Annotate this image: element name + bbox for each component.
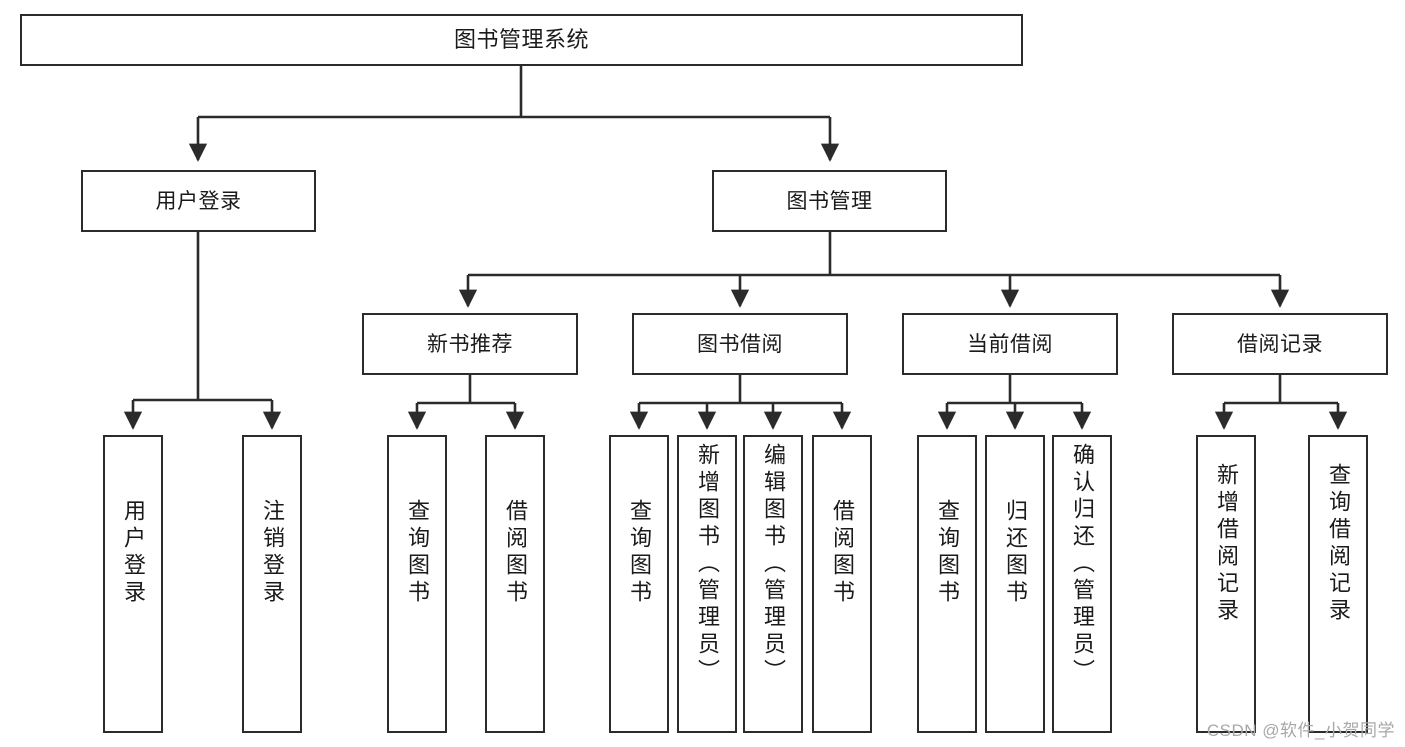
node-leaf-user-login[interactable]: 用户登录 (103, 435, 163, 733)
node-label: 借阅记录 (1237, 332, 1323, 356)
node-label: 查询图书 (627, 499, 652, 607)
node-label: 归还图书 (1003, 499, 1028, 607)
node-new-book-rec[interactable]: 新书推荐 (362, 313, 578, 375)
node-label: 用户登录 (155, 189, 242, 213)
node-book-borrow[interactable]: 图书借阅 (632, 313, 848, 375)
node-leaf-add-borrow-record[interactable]: 新增借阅记录 (1196, 435, 1256, 733)
node-leaf-return-book[interactable]: 归还图书 (985, 435, 1045, 733)
node-label: 借阅图书 (503, 499, 528, 607)
node-leaf-logout[interactable]: 注销登录 (242, 435, 302, 733)
node-leaf-borrow-book-rec[interactable]: 借阅图书 (485, 435, 545, 733)
node-label: 注销登录 (260, 499, 285, 607)
node-label: 图书借阅 (697, 332, 783, 356)
node-label: 查询图书 (405, 499, 430, 607)
node-book-manage[interactable]: 图书管理 (712, 170, 947, 232)
watermark-text: CSDN @软件_小贺同学 (1206, 721, 1395, 740)
node-user-login[interactable]: 用户登录 (81, 170, 316, 232)
node-borrow-record[interactable]: 借阅记录 (1172, 313, 1388, 375)
node-label: 图书管理 (786, 189, 873, 213)
node-leaf-query-borrow-record[interactable]: 查询借阅记录 (1308, 435, 1368, 733)
node-label: 新书推荐 (427, 332, 513, 356)
node-label: 查询图书 (935, 499, 960, 607)
node-label: 查询借阅记录 (1326, 463, 1351, 625)
node-leaf-add-book-admin[interactable]: 新增图书（管理员） (677, 435, 737, 733)
node-label: 新增图书（管理员） (695, 443, 720, 686)
node-label: 图书管理系统 (453, 27, 589, 52)
node-label: 编辑图书（管理员） (761, 443, 786, 686)
node-leaf-edit-book-admin[interactable]: 编辑图书（管理员） (743, 435, 803, 733)
node-leaf-query-book-current[interactable]: 查询图书 (917, 435, 977, 733)
node-root-system[interactable]: 图书管理系统 (20, 14, 1023, 66)
node-leaf-confirm-return-admin[interactable]: 确认归还（管理员） (1052, 435, 1112, 733)
node-label: 新增借阅记录 (1214, 463, 1239, 625)
node-label: 确认归还（管理员） (1070, 443, 1095, 686)
node-label: 当前借阅 (967, 332, 1053, 356)
node-label: 用户登录 (121, 499, 146, 607)
node-leaf-borrow-book[interactable]: 借阅图书 (812, 435, 872, 733)
node-label: 借阅图书 (830, 499, 855, 607)
node-leaf-query-book-borrow[interactable]: 查询图书 (609, 435, 669, 733)
node-leaf-query-book-rec[interactable]: 查询图书 (387, 435, 447, 733)
node-current-borrow[interactable]: 当前借阅 (902, 313, 1118, 375)
